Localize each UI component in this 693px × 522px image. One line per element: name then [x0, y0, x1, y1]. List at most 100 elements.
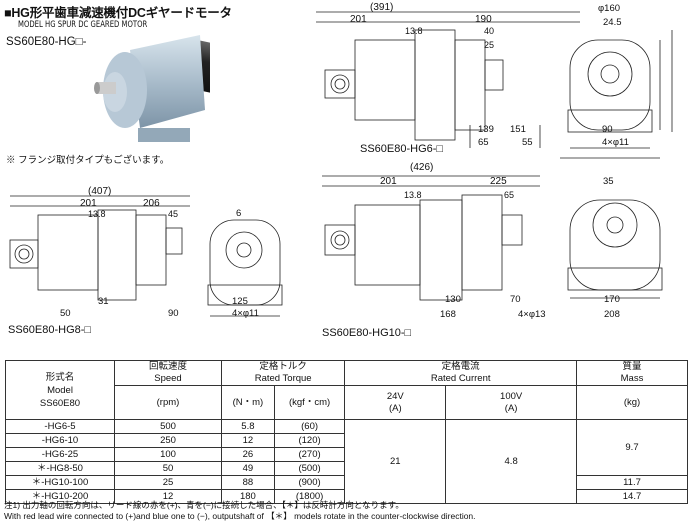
unit-24v-a: (A)	[388, 402, 402, 414]
dim-hg10-overall: (426)	[410, 162, 434, 173]
dim-hg8-c: 13.8	[88, 209, 106, 219]
dim-hg10-a: 201	[380, 176, 397, 187]
dim-hg8-a: 201	[80, 198, 97, 209]
model-head-series: SS60E80	[39, 397, 81, 409]
model-head-en: Model	[47, 384, 73, 396]
row-torque-kgf: (500)	[273, 461, 346, 476]
dim-hg6-245: 24.5	[603, 17, 622, 28]
drawing-hg10-label: SS60E80-HG10-□	[322, 327, 412, 339]
dim-hg6-55: 151	[510, 124, 526, 135]
current-head-jp: 定格電流	[441, 361, 480, 372]
unit-100v: 100V	[500, 390, 523, 402]
row-torque-nm: 12	[221, 433, 275, 448]
dim-hg8-125: 50	[60, 308, 71, 319]
dim-hg10-35: 35	[603, 176, 614, 187]
dim-hg6-overall: (391)	[370, 2, 394, 13]
col-model-head: 形式名 Model SS60E80	[5, 360, 115, 420]
row-torque-kgf: (900)	[273, 475, 346, 490]
row-model: ＊-HG10-100	[5, 475, 115, 490]
row-torque-nm: 26	[221, 447, 275, 462]
unit-current-100v: 100V(A)	[445, 385, 577, 420]
row-speed: 250	[114, 433, 222, 448]
dim-hg10-208: 208	[604, 309, 620, 320]
page-subtitle: MODEL HG SPUR DC GEARED MOTOR	[18, 20, 148, 30]
product-photo	[94, 35, 210, 142]
flange-note: ※ フランジ取付タイプもございます。	[6, 155, 170, 166]
mass-head-jp: 質量	[622, 361, 642, 372]
dim-hg8-b: 206	[143, 198, 160, 209]
dim-hg6-c: 13.8	[405, 26, 423, 36]
dim-hg8-90: 31	[98, 296, 109, 307]
speed-head-jp: 回転速度	[148, 361, 187, 372]
dim-hg10-130: 130	[445, 294, 461, 305]
row-speed: 12	[114, 489, 222, 504]
footnote-jp: 注1) 出力軸の回転方向は、リード線の赤を(+)、青を(−)に接続した場合、【＊…	[4, 500, 404, 510]
unit-current-24v: 24V(A)	[344, 385, 447, 420]
dim-hg6-65: 139	[478, 124, 494, 135]
dim-hg6-d: 40	[484, 26, 495, 36]
dim-hg6-154: 4×φ11	[602, 137, 629, 148]
model-head-jp: 形式名	[45, 371, 75, 383]
mass-hg8: 11.7	[576, 475, 688, 490]
row-torque-nm: 180	[221, 489, 275, 504]
dim-hg10-holes: 4×φ13	[518, 309, 546, 320]
footnote-en: With red lead wire connected to (+)and b…	[4, 511, 476, 521]
dim-hg6-phi160: φ160	[598, 3, 621, 14]
dim-hg8-overall: (407)	[88, 186, 112, 197]
drawing-hg6	[316, 11, 673, 159]
unit-torque-kgf: (kgf・cm)	[273, 385, 346, 420]
drawing-hg10	[322, 175, 663, 301]
unit-100v-a: (A)	[504, 402, 518, 414]
current-head-en: Rated Current	[430, 373, 491, 384]
dim-hg10-170: 170	[604, 294, 620, 305]
unit-torque-nm: (N・m)	[221, 385, 275, 420]
unit-24v: 24V	[386, 390, 404, 402]
row-torque-nm: 5.8	[221, 419, 275, 434]
table-row: -HG6-5 500 5.8 (60) 21 4.8 9.7	[5, 419, 688, 504]
dim-hg8-31: 6	[236, 208, 242, 219]
row-model: -HG6-5	[5, 419, 115, 434]
page-title: ■HG形平歯車減速機付DCギヤードモータ	[4, 6, 232, 20]
row-speed: 50	[114, 461, 222, 476]
table-row: ＊-HG10-200 12 180 (1800) 14.7	[5, 489, 688, 504]
drawing-hg8-label: SS60E80-HG8-□	[8, 324, 92, 336]
row-torque-kgf: (270)	[273, 447, 346, 462]
row-model: ＊-HG8-50	[5, 461, 115, 476]
dim-hg6-a: 201	[350, 14, 367, 25]
dim-hg8-holes: 90	[168, 308, 179, 319]
row-torque-nm: 49	[221, 461, 275, 476]
mass-head-en: Mass	[620, 373, 644, 384]
drawing-hg8	[9, 195, 283, 317]
row-torque-nm: 88	[221, 475, 275, 490]
row-torque-kgf: (1800)	[273, 489, 346, 504]
row-model: ＊-HG10-200	[5, 489, 115, 504]
mass-hg6: 9.7	[576, 419, 688, 476]
table-row: -HG6-10 250 12 (120)	[5, 433, 688, 448]
row-torque-kgf: (120)	[273, 433, 346, 448]
drawing-hg6-label: SS60E80-HG6-□	[360, 143, 444, 155]
row-torque-kgf: (60)	[273, 419, 346, 434]
dim-hg10-d: 65	[504, 190, 515, 200]
unit-mass: (kg)	[576, 385, 688, 420]
row-speed: 25	[114, 475, 222, 490]
mass-hg10: 14.7	[576, 489, 688, 504]
dim-hg10-c: 13.8	[404, 190, 422, 200]
dim-hg10-b: 225	[490, 176, 507, 187]
dim-hg8-140: 125	[232, 296, 248, 307]
dim-hg8-d: 45	[168, 209, 179, 219]
current-100v-value: 4.8	[445, 419, 577, 504]
dim-hg6-b: 190	[475, 14, 492, 25]
unit-speed: (rpm)	[114, 385, 222, 420]
torque-head-en: Rated Torque	[254, 373, 312, 384]
table-row: ＊-HG10-100 25 88 (900) 11.7	[5, 475, 688, 490]
dim-hg6-90: 65	[478, 137, 489, 148]
dim-hg6-holes: 55	[522, 137, 533, 148]
row-speed: 500	[114, 419, 222, 434]
dim-hg6-130: 90	[602, 124, 613, 135]
row-model: -HG6-25	[5, 447, 115, 462]
